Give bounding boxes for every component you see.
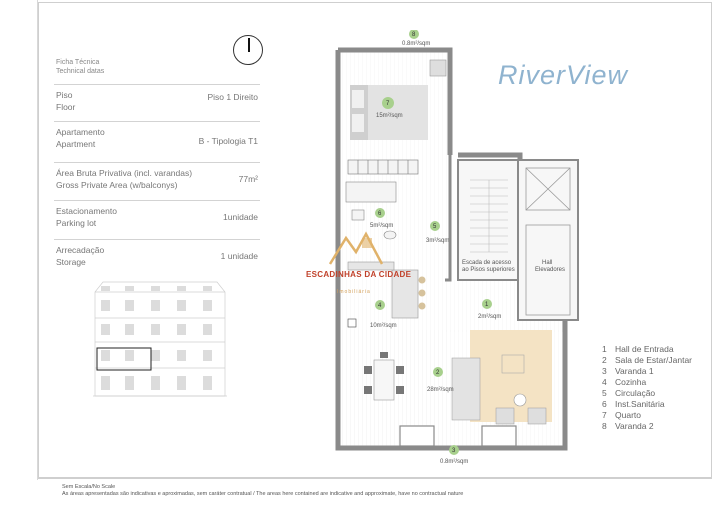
room-number: 1 (485, 302, 489, 308)
spec-label-en: Gross Private Area (w/balconys) (56, 180, 178, 190)
room-number: 3 (452, 448, 456, 454)
balcony-1 (399, 425, 435, 447)
room-area: 10m²/sqm (370, 323, 397, 329)
brand-logo: RiverView (498, 60, 629, 90)
north-compass-icon (233, 35, 263, 65)
elevator (525, 167, 571, 316)
building-elevation-drawing (93, 281, 227, 397)
room-number: 2 (436, 370, 440, 376)
room-area: 0.8m²/sqm (402, 41, 430, 47)
spec-value: 1unidade (223, 212, 258, 222)
agency-watermark-sub: Imobiliária (337, 289, 371, 295)
room-area: 3m²/sqm (426, 238, 449, 244)
spec-value: Piso 1 Direito (207, 92, 258, 102)
sheet-title-en: Technical datas (56, 68, 105, 75)
hall-label-2: Elevadores (535, 267, 565, 273)
spec-label-pt: Área Bruta Privativa (incl. varandas) (56, 168, 193, 178)
room-number: 5 (433, 224, 437, 230)
armchair (429, 59, 447, 77)
room-area: 15m²/sqm (376, 113, 403, 119)
agency-watermark: ESCADINHAS DA CIDADE (306, 270, 412, 279)
room-area: 5m²/sqm (370, 223, 393, 229)
spec-label-en: Storage (56, 257, 86, 267)
footer-note: As áreas apresentadas são indicativas e … (62, 491, 464, 497)
room-area: 0.8m²/sqm (440, 459, 468, 465)
room-number: 7 (386, 101, 390, 107)
spec-label-pt: Arrecadação (56, 245, 105, 255)
room-number: 6 (378, 211, 382, 217)
spec-row-area: Área Bruta Privativa (incl. varandas) Gro… (54, 162, 260, 201)
sidebar-divider (37, 0, 38, 480)
hall-label: Hall (542, 260, 552, 266)
room-area: 28m²/sqm (427, 387, 454, 393)
room-area: 2m²/sqm (478, 314, 501, 320)
wardrobe (347, 159, 419, 175)
spec-value: B - Tipologia T1 (198, 136, 258, 146)
room-number: 8 (412, 32, 416, 38)
spec-label-pt: Estacionamento (56, 206, 117, 216)
sheet-frame (38, 2, 712, 478)
spec-label-en: Parking lot (56, 218, 97, 228)
stairs-label: Escada de acesso (462, 260, 512, 266)
living-area (451, 330, 552, 425)
stairs-label-2: ao Pisos superiores (462, 267, 515, 273)
kitchen-island (347, 261, 426, 328)
footer-scale: Sem Escala/No Scale (62, 484, 116, 490)
room-badges (375, 30, 492, 455)
spec-label-pt: Piso (56, 90, 73, 100)
agency-logo-icon (328, 231, 384, 265)
footer-disclaimer: Sem Escala/No Scale As áreas apresentada… (62, 484, 463, 498)
compass-needle (248, 38, 250, 52)
spec-value: 77m² (238, 174, 258, 184)
floor-plan: Escada de acesso ao Pisos superiores Hal… (335, 30, 579, 465)
room-number: 4 (378, 303, 382, 309)
bed (350, 85, 428, 140)
footer-divider (38, 478, 712, 479)
sheet-title-pt: Ficha Técnica (56, 59, 100, 66)
balcony-1b (481, 425, 517, 447)
bathroom-fixtures (345, 181, 397, 240)
spec-value: 1 unidade (220, 251, 258, 261)
spec-label-pt: Apartamento (56, 127, 105, 137)
stairs (470, 179, 508, 253)
spec-label-en: Floor (56, 102, 76, 112)
spec-label-en: Apartment (56, 139, 96, 149)
sheet-title: Ficha Técnica Technical datas (56, 58, 104, 76)
dining-table (364, 352, 404, 401)
